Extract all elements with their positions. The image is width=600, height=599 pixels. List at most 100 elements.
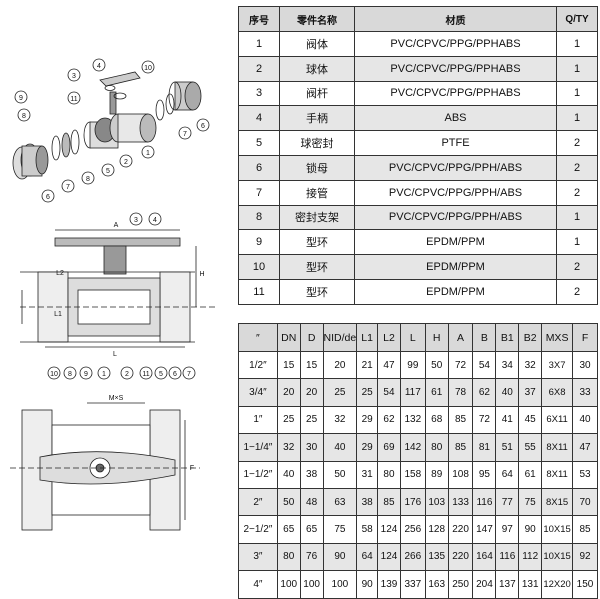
dims-cell: 63 — [322, 487, 358, 517]
dims-cell: 124 — [377, 542, 401, 572]
dims-cell: 53 — [572, 460, 598, 489]
dims-cell: 25 — [276, 405, 301, 435]
dims-cell: 33 — [572, 378, 598, 407]
dims-cell: 90 — [322, 542, 358, 572]
dims-cell: 128 — [424, 515, 449, 544]
dims-cell: 10X15 — [541, 515, 574, 544]
section-callout-1: 1 — [102, 371, 106, 378]
dims-cell: 37 — [518, 378, 543, 407]
dims-cell: 72 — [447, 350, 474, 380]
dims-cell: 47 — [377, 350, 401, 380]
dims-cell: 80 — [377, 460, 401, 489]
section-callout-7: 7 — [187, 371, 191, 378]
dims-header-cell: A — [447, 323, 474, 352]
dim-L2: L2 — [56, 270, 64, 277]
dim-MxS: M×S — [109, 395, 124, 402]
dims-cell: 89 — [424, 460, 449, 489]
parts-cell: 3 — [238, 80, 280, 107]
parts-cell: 型环 — [279, 229, 355, 256]
dims-cell: 38 — [356, 487, 379, 517]
dims-cell: 45 — [518, 405, 543, 435]
parts-cell: 接管 — [279, 179, 355, 206]
parts-cell: EPDM/PPM — [354, 229, 557, 256]
dims-cell: 92 — [572, 542, 598, 572]
parts-cell: 2 — [238, 55, 280, 82]
dims-cell: 29 — [356, 405, 379, 435]
callout-3: 3 — [72, 73, 76, 80]
callout-10: 10 — [144, 65, 152, 72]
dim-L1: L1 — [54, 311, 62, 318]
dims-size-cell: 1″ — [238, 405, 278, 435]
dims-size-cell: 3/4″ — [238, 378, 278, 407]
parts-cell: 1 — [556, 204, 598, 231]
dims-cell: 40 — [276, 460, 301, 489]
section-callout-2: 2 — [125, 371, 129, 378]
dims-cell: 40 — [322, 433, 358, 462]
parts-cell: 11 — [238, 278, 280, 305]
dims-cell: 124 — [377, 515, 401, 544]
dims-cell: 54 — [472, 350, 497, 380]
callout-8: 8 — [22, 113, 26, 120]
dims-cell: 51 — [495, 433, 520, 462]
parts-cell: 球体 — [279, 55, 355, 82]
dims-cell: 25 — [322, 378, 358, 407]
plan-view — [10, 402, 200, 531]
parts-cell: 型环 — [279, 254, 355, 280]
parts-cell: 1 — [556, 229, 598, 256]
parts-cell: 8 — [238, 204, 280, 231]
dims-cell: 47 — [572, 433, 598, 462]
dims-size-cell: 1/2″ — [238, 350, 278, 380]
dims-cell: 81 — [472, 433, 497, 462]
dims-cell: 70 — [572, 487, 598, 517]
parts-cell: PVC/CPVC/PPG/PPH/ABS — [354, 154, 557, 181]
dims-cell: 75 — [322, 515, 358, 544]
dims-cell: 85 — [447, 405, 474, 435]
dims-cell: 30 — [299, 433, 324, 462]
dims-cell: 97 — [495, 515, 520, 544]
parts-cell: 2 — [556, 130, 598, 156]
dims-cell: 256 — [399, 515, 426, 544]
dims-cell: 41 — [495, 405, 520, 435]
dims-cell: 62 — [472, 378, 497, 407]
parts-cell: 1 — [556, 80, 598, 107]
parts-cell: 阀杆 — [279, 80, 355, 107]
dims-cell: 85 — [377, 487, 401, 517]
dims-cell: 266 — [399, 542, 426, 572]
dims-cell: 25 — [356, 378, 379, 407]
dim-H: H — [199, 271, 204, 278]
callout-7: 7 — [66, 184, 70, 191]
dims-cell: 69 — [377, 433, 401, 462]
dims-cell: 50 — [276, 487, 301, 517]
parts-cell: 2 — [556, 254, 598, 280]
dims-cell: 76 — [299, 542, 324, 572]
dim-A: A — [114, 222, 119, 229]
dims-header-cell: ″ — [238, 323, 278, 352]
dims-cell: 80 — [276, 542, 301, 572]
dims-cell: 30 — [572, 350, 598, 380]
dims-cell: 68 — [424, 405, 449, 435]
dims-cell: 108 — [447, 460, 474, 489]
parts-header-material: 材质 — [354, 6, 557, 32]
dims-cell: 117 — [399, 378, 426, 407]
parts-cell: PVC/CPVC/PPG/PPHABS — [354, 31, 557, 57]
dims-cell: 75 — [518, 487, 543, 517]
dims-cell: 158 — [399, 460, 426, 489]
dims-header-cell: L1 — [356, 323, 379, 352]
dims-cell: 29 — [356, 433, 379, 462]
dims-cell: 90 — [518, 515, 543, 544]
callout-1: 1 — [146, 150, 150, 157]
dims-cell: 40 — [495, 378, 520, 407]
dims-cell: 31 — [356, 460, 379, 489]
dims-cell: 32 — [322, 405, 358, 435]
dims-size-cell: 1−1/4″ — [238, 433, 278, 462]
